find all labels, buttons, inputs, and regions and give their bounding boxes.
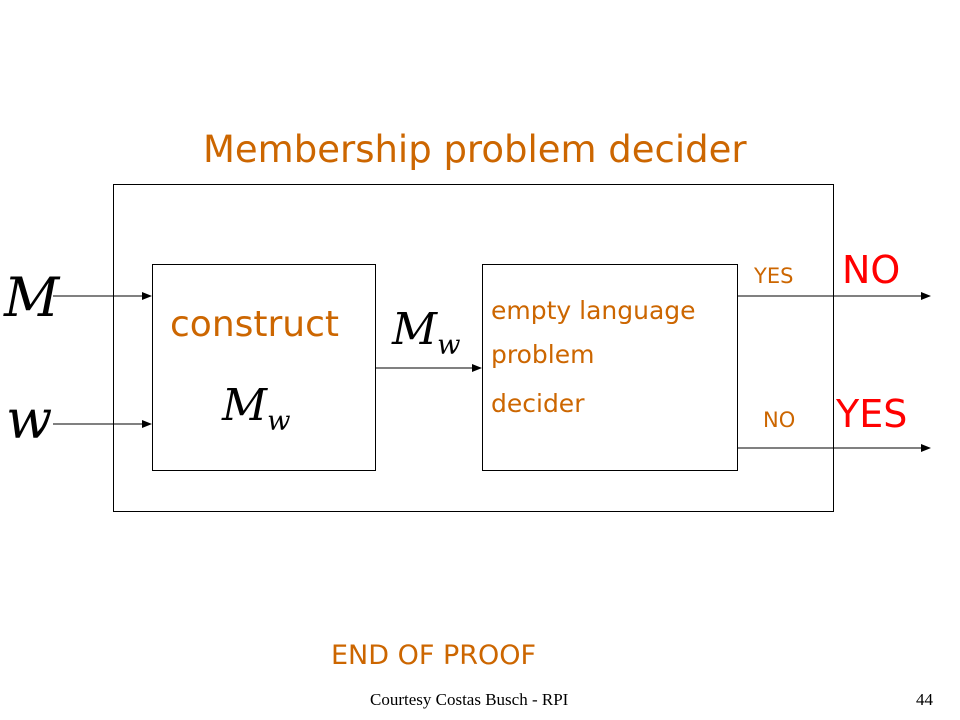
diagram-title: Membership problem decider — [203, 128, 747, 171]
top-branch-label: YES — [754, 264, 794, 288]
end-of-proof-text: END OF PROOF — [331, 640, 537, 671]
empty-decider-line-3: decider — [491, 389, 585, 418]
bottom-result: YES — [836, 392, 908, 436]
top-result: NO — [842, 248, 901, 292]
construct-label: construct — [170, 304, 340, 345]
empty-decider-line-2: problem — [491, 340, 595, 369]
empty-language-decider-box — [482, 264, 738, 471]
empty-decider-line-1: empty language — [491, 296, 696, 325]
bottom-branch-label: NO — [763, 408, 796, 432]
input-machine-symbol: M — [4, 266, 60, 329]
construct-output-symbol: Mw — [222, 380, 291, 437]
connector-symbol: Mw — [392, 304, 461, 361]
input-string-symbol: w — [6, 388, 53, 451]
page-number: 44 — [916, 690, 933, 709]
membership-decider-box — [113, 184, 834, 512]
construct-box — [152, 264, 376, 471]
footer-credit: Courtesy Costas Busch - RPI — [370, 690, 569, 709]
